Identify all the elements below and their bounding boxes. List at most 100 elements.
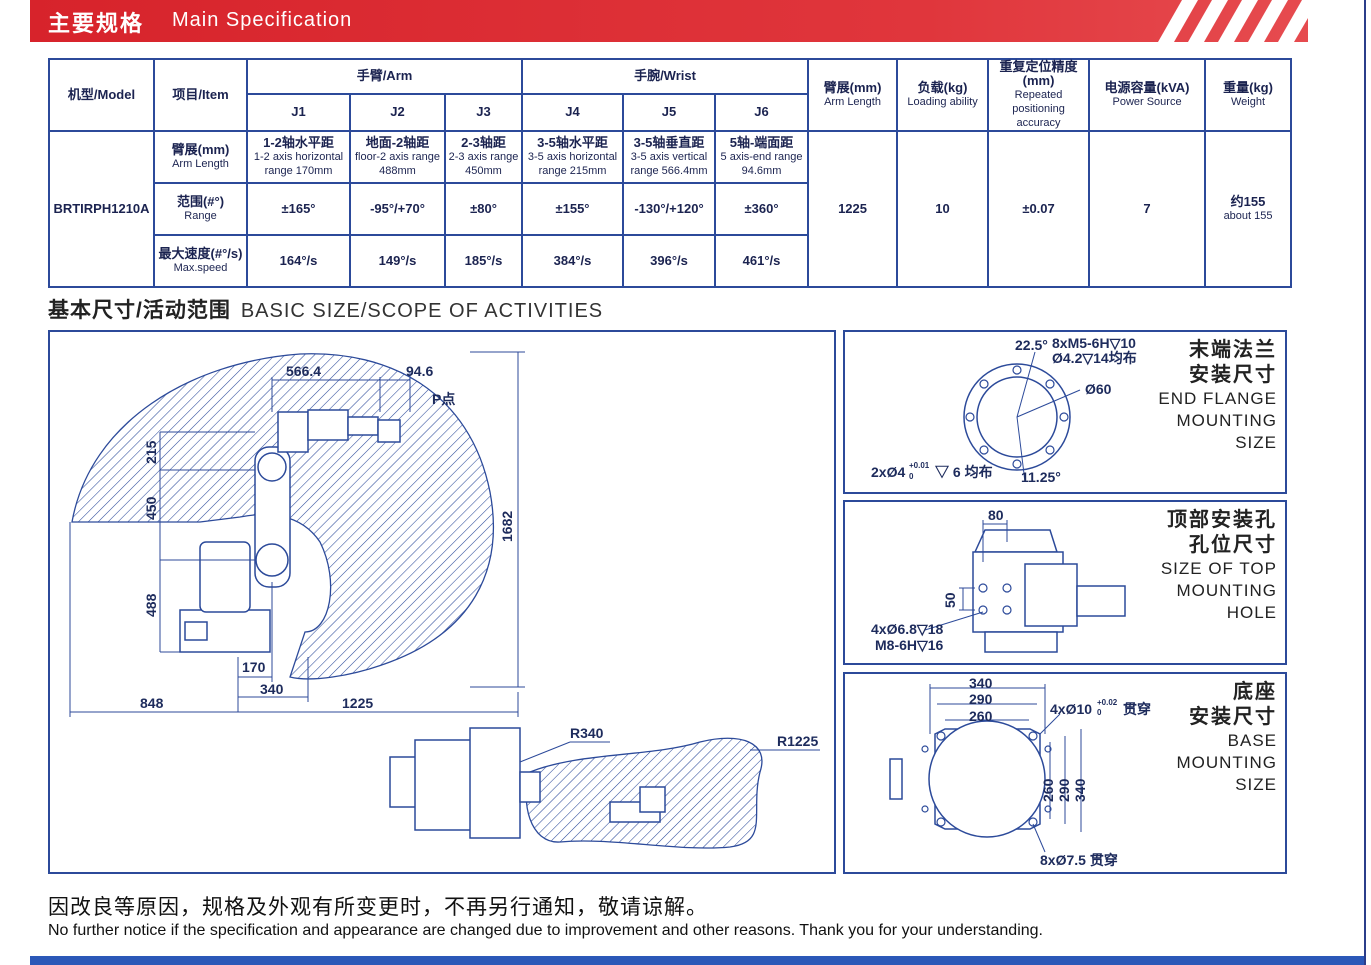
base-mount-label: 底座 安装尺寸 BASE MOUNTING SIZE (1176, 680, 1277, 796)
th-power-zh: 电源容量(kVA) (1104, 80, 1190, 95)
speed-j5: 396°/s (622, 234, 716, 288)
flange-label-zh1: 末端法兰 (1189, 339, 1277, 361)
base-v290: 290 (1056, 778, 1072, 802)
row1-j1-b: 1-2 axis horizontal (253, 151, 344, 163)
dim-488: 488 (143, 593, 159, 617)
flange-pin: 2xØ4 (871, 464, 905, 480)
base-hole-sub: 0 (1097, 708, 1102, 717)
flange-angle-11: 11.25° (1021, 469, 1061, 485)
model-cell: BRTIRPH1210A (48, 130, 155, 288)
th-j6: J6 (713, 92, 810, 133)
th-j3: J3 (444, 92, 523, 133)
base-v260: 260 (1040, 778, 1056, 802)
th-j5: J5 (622, 92, 716, 133)
row1-j5-c: range 566.4mm (630, 165, 708, 177)
speed-j1: 164°/s (246, 234, 351, 288)
base-mount-drawing: 340 290 260 4xØ10 +0.02 0 贯穿 260 290 340… (889, 675, 1151, 868)
row1-j1-c: range 170mm (264, 165, 333, 177)
flange-pin-depth: ▽ 6 均布 (934, 464, 993, 480)
flange-angle-22: 22.5° (1015, 337, 1048, 353)
row1-label-zh: 臂展(mm) (171, 142, 230, 157)
flange-label: 末端法兰 安装尺寸 END FLANGE MOUNTING SIZE (1158, 338, 1277, 454)
scope-drawing-panel: 566.4 94.6 P点 215 450 488 1682 170 340 8… (48, 330, 836, 874)
th-weight: 重量(kg)Weight (1204, 58, 1293, 132)
dim-170: 170 (242, 659, 266, 675)
flange-pin-sup: +0.01 (909, 461, 930, 470)
top-mount-label-en3: HOLE (1226, 603, 1277, 622)
row3-label-zh: 最大速度(#°/s) (158, 246, 243, 261)
header-stripes-decor (1158, 0, 1308, 42)
base-d260: 260 (969, 708, 993, 724)
header-title-en: Main Specification (172, 9, 353, 31)
row-speed-label: 最大速度(#°/s)Max.speed (153, 234, 248, 288)
top-mount-drawing: 80 50 4xØ6.8▽18 M8-6H▽16 (871, 507, 1126, 653)
row3-label-en: Max.speed (173, 262, 228, 274)
speed-j4: 384°/s (521, 234, 624, 288)
robot-top-view (389, 727, 666, 839)
base-label-en3: SIZE (1235, 775, 1277, 794)
base-label-zh1: 底座 (1233, 681, 1277, 703)
flange-label-en2: MOUNTING (1176, 411, 1277, 430)
th-arm-group: 手臂/Arm (246, 58, 523, 95)
dimension-lines (69, 351, 525, 717)
scope-drawing: 566.4 94.6 P点 215 450 488 1682 170 340 8… (69, 351, 820, 849)
range-j1: ±165° (246, 182, 351, 236)
top-mount-panel: 80 50 4xØ6.8▽18 M8-6H▽16 顶部安装孔 孔位尺寸 SIZE… (843, 500, 1287, 665)
th-model: 机型/Model (48, 58, 155, 132)
th-arm-length: 臂展(mm)Arm Length (807, 58, 899, 132)
th-j1: J1 (246, 92, 351, 133)
dim-1225: 1225 (342, 695, 373, 711)
flange-label-en1: END FLANGE (1158, 389, 1277, 408)
row2-label-zh: 范围(#°) (176, 194, 225, 209)
row1-j6-c: 94.6mm (741, 165, 782, 177)
range-j6: ±360° (713, 182, 810, 236)
top-mount-hole: 4xØ6.8▽18 (871, 621, 943, 637)
th-wrist-group: 手腕/Wrist (520, 58, 810, 95)
flange-label-en3: SIZE (1235, 433, 1277, 452)
base-label-en2: MOUNTING (1176, 753, 1277, 772)
top-mount-label: 顶部安装孔 孔位尺寸 SIZE OF TOP MOUNTING HOLE (1161, 508, 1277, 624)
th-arm-length-en: Arm Length (824, 96, 881, 108)
base-hole-sup: +0.02 (1097, 698, 1118, 707)
th-repeat-en2: accuracy (1016, 117, 1061, 129)
row-range-label: 范围(#°)Range (153, 182, 248, 236)
top-mount-d50: 50 (942, 592, 958, 608)
top-mount-label-en2: MOUNTING (1176, 581, 1277, 600)
flange-drawing: 22.5° 8xM5-6H▽10 Ø4.2▽14均布 Ø60 2xØ4 +0.0… (871, 335, 1137, 485)
flange-thread: 8xM5-6H▽10 (1052, 335, 1136, 351)
section-title-en: BASIC SIZE/SCOPE OF ACTIVITIES (240, 300, 604, 322)
page-right-rule (1364, 0, 1366, 965)
speed-j3: 185°/s (444, 234, 523, 288)
th-power-en: Power Source (1112, 96, 1182, 108)
row1-j2-b: floor-2 axis range (355, 151, 440, 163)
top-mount-label-zh1: 顶部安装孔 (1167, 509, 1277, 531)
top-mount-dims (924, 520, 1008, 631)
row1-j3-c: 450mm (465, 165, 502, 177)
header-title-zh: 主要规格 (48, 11, 145, 36)
dim-1682: 1682 (499, 511, 515, 542)
base-mount-dims (929, 684, 1082, 853)
load-value: 10 (896, 130, 990, 288)
th-load: 负载(kg)Loading ability (896, 58, 990, 132)
dim-340: 340 (260, 681, 284, 697)
arm-length-value: 1225 (807, 130, 899, 288)
top-mount-d80: 80 (988, 507, 1004, 523)
th-power: 电源容量(kVA)Power Source (1088, 58, 1207, 132)
bottom-bar (30, 956, 1364, 965)
base-label-zh2: 安装尺寸 (1189, 706, 1277, 728)
footer-note-zh: 因改良等原因，规格及外观有所变更时，不再另行通知，敬请谅解。 (48, 896, 708, 919)
row1-j5-b: 3-5 axis vertical (630, 151, 708, 163)
row1-j6-b: 5 axis-end range (720, 151, 803, 163)
row1-j5-a: 3-5轴垂直距 (633, 135, 705, 150)
base-hole-through: 贯穿 (1123, 701, 1151, 717)
top-mount-holes (978, 583, 1012, 615)
range-j3: ±80° (444, 182, 523, 236)
row1-j1-a: 1-2轴水平距 (263, 135, 334, 150)
section-title-zh: 基本尺寸/活动范围 (48, 299, 231, 322)
base-v340: 340 (1072, 778, 1088, 802)
